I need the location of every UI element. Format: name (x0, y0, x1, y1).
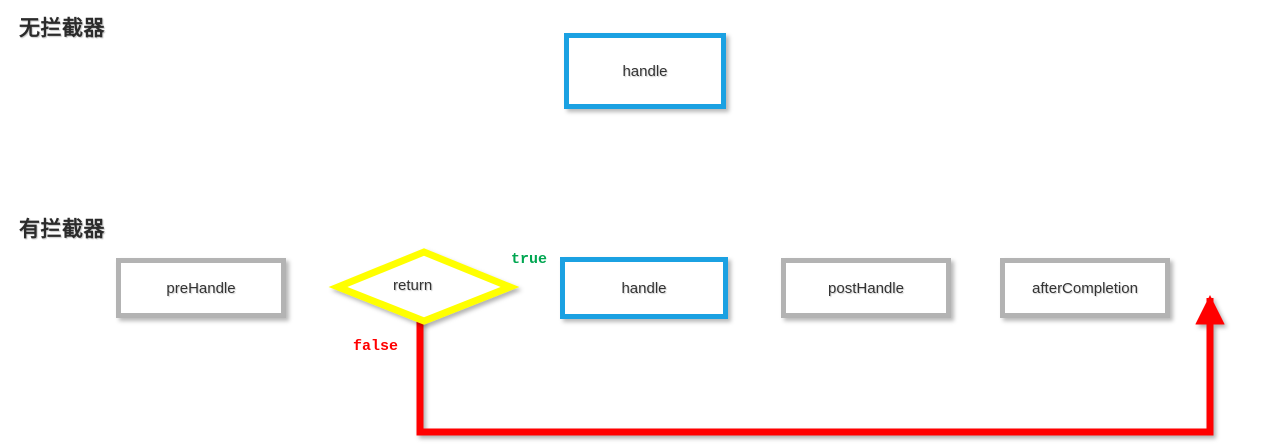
node-handle-top[interactable]: handle (564, 33, 726, 109)
node-handle-label: handle (621, 279, 667, 297)
node-handle[interactable]: handle (560, 257, 728, 319)
node-return-diamond[interactable] (328, 248, 520, 325)
node-aftercompletion[interactable]: afterCompletion (1000, 258, 1170, 318)
section-title-with-interceptor: 有拦截器 (19, 218, 105, 241)
edge-label-true: true (511, 251, 548, 268)
node-prehandle[interactable]: preHandle (116, 258, 286, 318)
node-return-label: return (393, 277, 433, 294)
edge-label-false: false (353, 338, 399, 355)
section-title-no-interceptor: 无拦截器 (19, 17, 105, 40)
edge-return-false-loopback (416, 295, 1225, 436)
node-posthandle[interactable]: postHandle (781, 258, 951, 318)
diamond-shape-return (328, 248, 520, 325)
node-posthandle-label: postHandle (828, 279, 904, 297)
node-handle-top-label: handle (622, 62, 668, 80)
arrow-path-false-loopback (416, 295, 1225, 436)
node-prehandle-label: preHandle (166, 279, 236, 297)
node-aftercompletion-label: afterCompletion (1032, 279, 1138, 297)
